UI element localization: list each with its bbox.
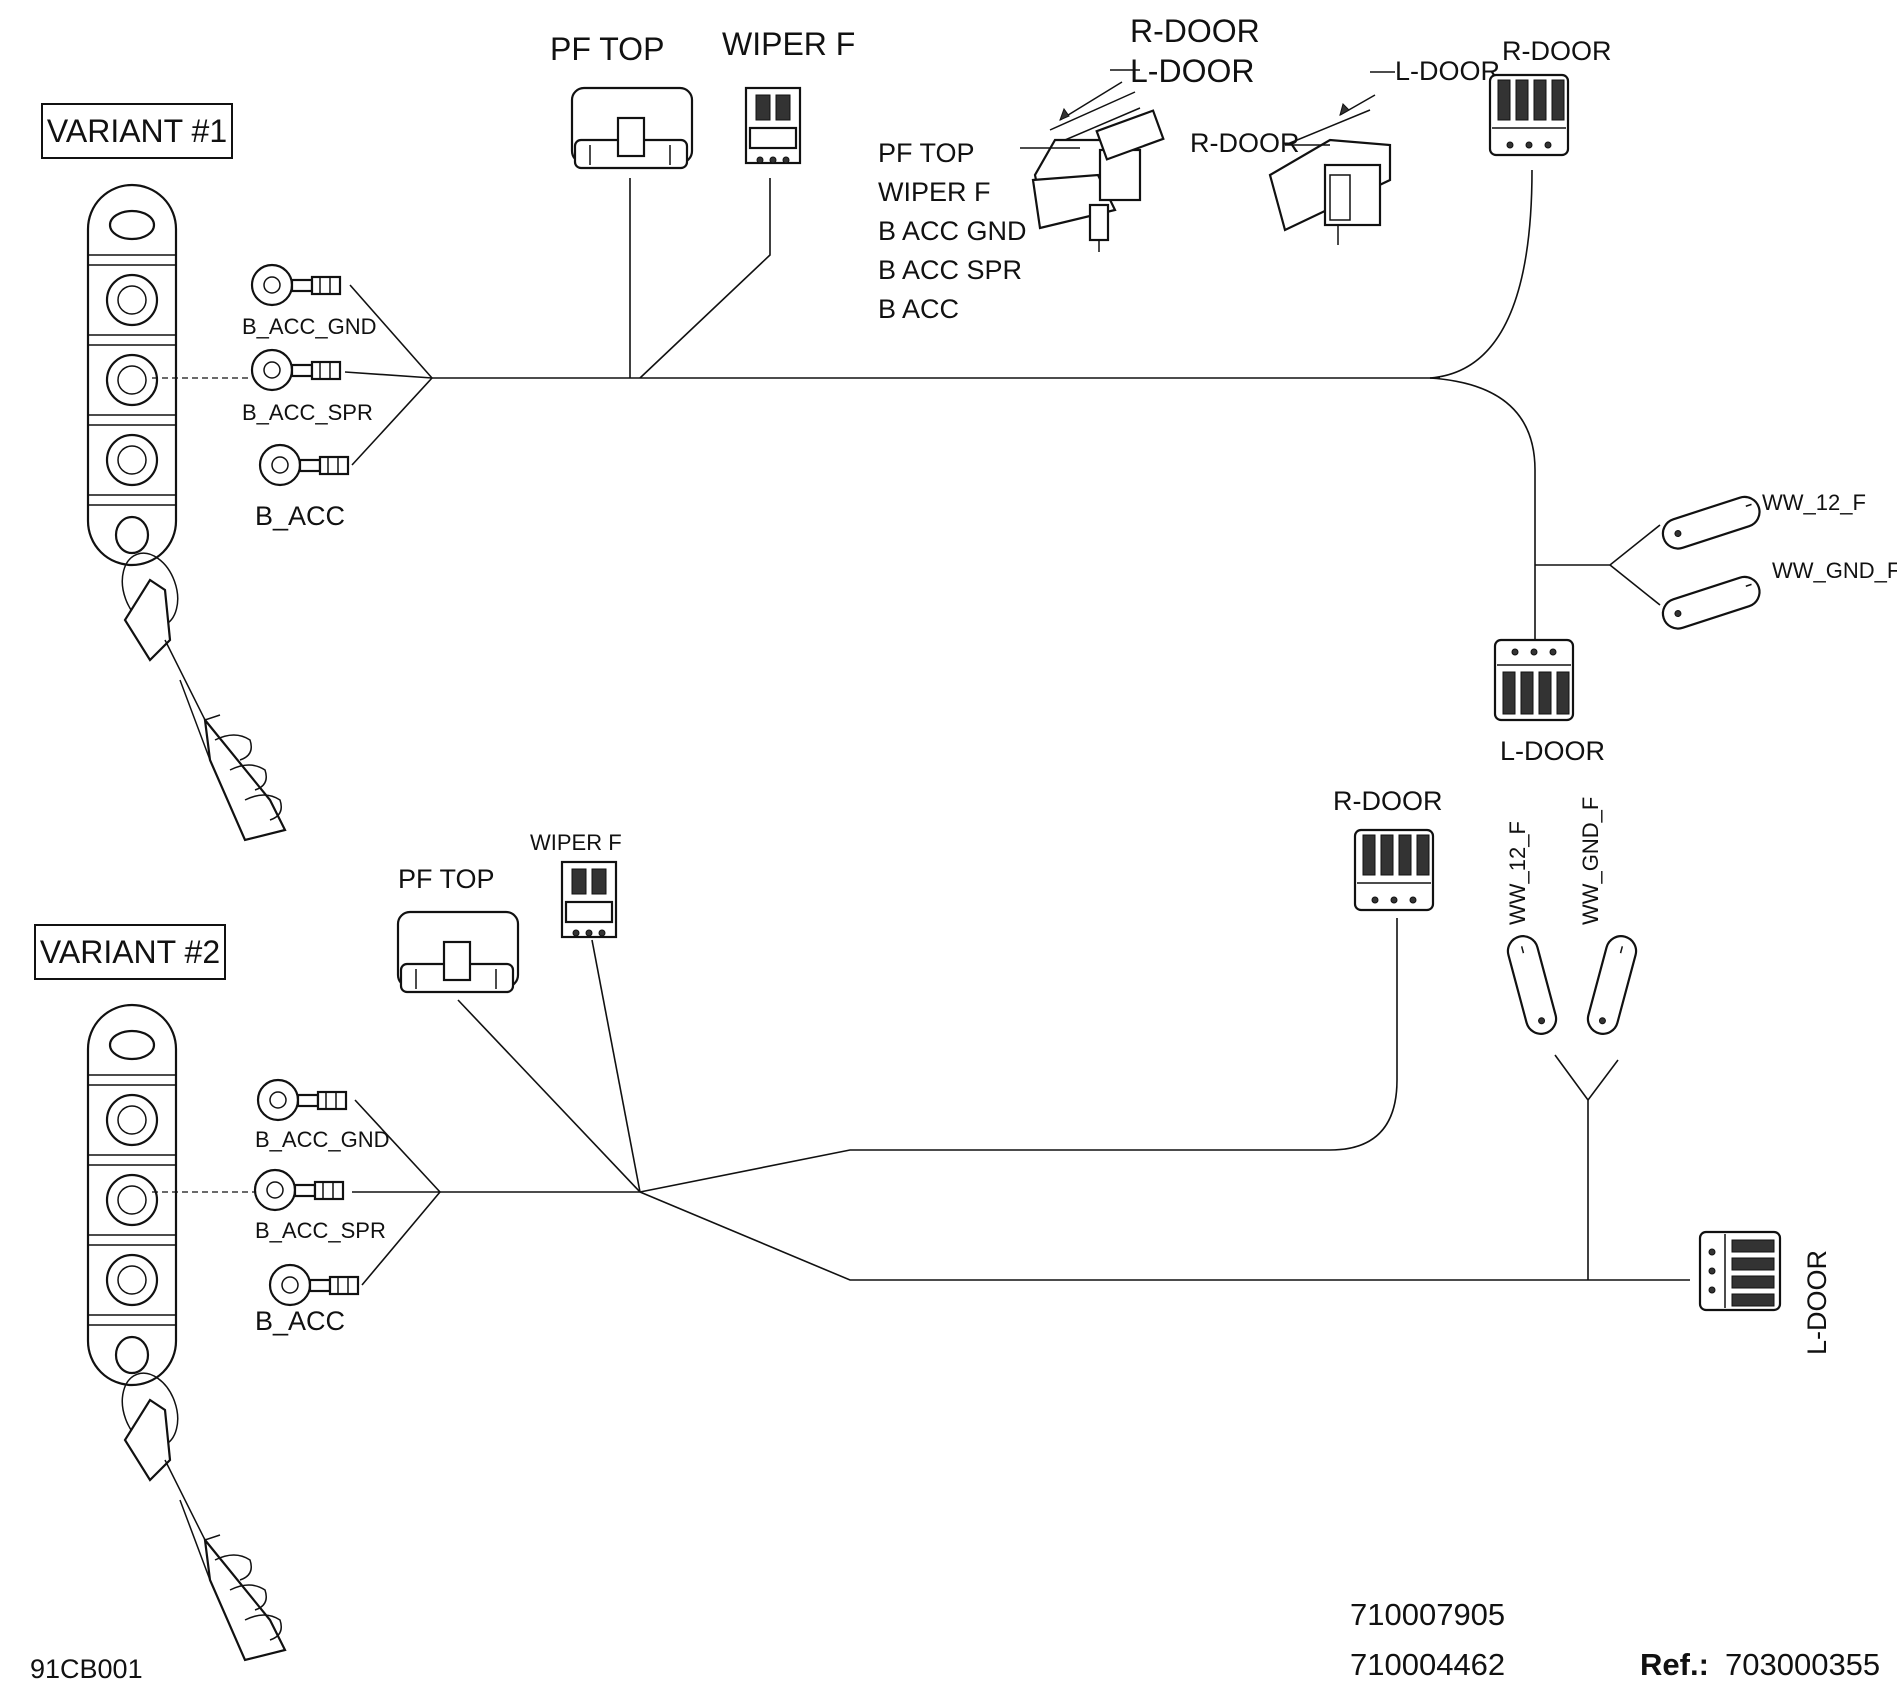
pf-top-connector-1 bbox=[570, 86, 694, 170]
l-door-label-2: L-DOOR bbox=[1802, 1250, 1832, 1355]
ring-terminal-spr-1 bbox=[250, 348, 342, 392]
wiper-f-connector-2 bbox=[560, 860, 618, 939]
sleeve-label-pf-top: PF TOP bbox=[878, 138, 975, 168]
ring-label-spr-2: B_ACC_SPR bbox=[255, 1218, 386, 1243]
callout-l-door-1: L-DOOR bbox=[1130, 53, 1254, 89]
ref-number: 703000355 bbox=[1725, 1647, 1880, 1682]
ring-terminal-acc-1 bbox=[258, 443, 350, 487]
variant-2-title-box bbox=[34, 924, 226, 980]
pf-top-label-1: PF TOP bbox=[550, 31, 664, 67]
harness-wires-1 bbox=[344, 169, 1661, 640]
footer: 710007905 710004462 Ref.: 703000355 91CB… bbox=[30, 1597, 1880, 1684]
sleeve-label-b-acc-gnd: B ACC GND bbox=[878, 216, 1027, 246]
variant-2: VARIANT #2 bbox=[34, 786, 1832, 1662]
sleeve-clip-callout-1 bbox=[1020, 69, 1165, 252]
r-door-label-2: R-DOOR bbox=[1333, 786, 1443, 816]
variant-2-title: VARIANT #2 bbox=[40, 934, 220, 970]
ww-gnd-terminal-1 bbox=[1661, 575, 1761, 630]
l-door-connector-2 bbox=[1698, 1230, 1782, 1312]
ww-gnd-terminal-2 bbox=[1586, 935, 1638, 1035]
clip-r-door-label-1: R-DOOR bbox=[1190, 128, 1300, 158]
ww-12-label-1: WW_12_F bbox=[1762, 490, 1866, 515]
wiper-f-connector-1 bbox=[744, 86, 802, 165]
wiper-f-label-2: WIPER F bbox=[530, 830, 622, 855]
variant-1: VARIANT #1 bbox=[41, 13, 1897, 842]
harness-wires-2 bbox=[352, 918, 1690, 1286]
ring-terminal-gnd-2 bbox=[256, 1078, 348, 1122]
sleeve-labels-1: PF TOP WIPER F B ACC GND B ACC SPR B ACC bbox=[878, 138, 1027, 324]
figure-code: 91CB001 bbox=[30, 1654, 143, 1684]
sleeve-label-wiper-f: WIPER F bbox=[878, 177, 991, 207]
ref-label: Ref.: bbox=[1640, 1647, 1709, 1682]
variant-1-title-box bbox=[41, 103, 233, 159]
r-door-label-1: R-DOOR bbox=[1502, 36, 1612, 66]
ring-label-spr-1: B_ACC_SPR bbox=[242, 400, 373, 425]
pf-top-label-2: PF TOP bbox=[398, 864, 495, 894]
ring-label-acc-2: B_ACC bbox=[255, 1306, 345, 1336]
part-number-1: 710007905 bbox=[1350, 1597, 1505, 1632]
ring-label-gnd-1: B_ACC_GND bbox=[242, 314, 376, 339]
fuse-block-1 bbox=[86, 183, 287, 842]
l-door-label-1: L-DOOR bbox=[1500, 736, 1605, 766]
ring-label-acc-1: B_ACC bbox=[255, 501, 345, 531]
ring-terminal-acc-2 bbox=[268, 1263, 360, 1307]
pf-top-connector-2 bbox=[396, 910, 520, 994]
variant-1-title: VARIANT #1 bbox=[47, 113, 227, 149]
callout-r-door-1: R-DOOR bbox=[1130, 13, 1260, 49]
sleeve-label-b-acc-spr: B ACC SPR bbox=[878, 255, 1022, 285]
r-door-connector-1 bbox=[1488, 73, 1570, 157]
fuse-block-2 bbox=[86, 1003, 287, 1662]
sleeve-label-b-acc: B ACC bbox=[878, 294, 959, 324]
ring-terminal-spr-2 bbox=[253, 1168, 345, 1212]
r-door-connector-2 bbox=[1353, 828, 1435, 912]
ww-gnd-label-1: WW_GND_F bbox=[1772, 558, 1897, 583]
l-door-connector-1 bbox=[1493, 638, 1575, 722]
ring-label-gnd-2: B_ACC_GND bbox=[255, 1127, 389, 1152]
clip-l-door-label-1: L-DOOR bbox=[1395, 56, 1500, 86]
ww-gnd-label-2: WW_GND_F bbox=[1578, 797, 1603, 925]
ww-12-terminal-2 bbox=[1506, 935, 1558, 1035]
part-number-2: 710004462 bbox=[1350, 1647, 1505, 1682]
door-clip-1 bbox=[1268, 71, 1395, 245]
wiper-f-label-1: WIPER F bbox=[722, 26, 855, 62]
ww-12-terminal-1 bbox=[1661, 495, 1761, 550]
ring-terminal-gnd-1 bbox=[250, 263, 342, 307]
ww-12-label-2: WW_12_F bbox=[1505, 821, 1530, 925]
